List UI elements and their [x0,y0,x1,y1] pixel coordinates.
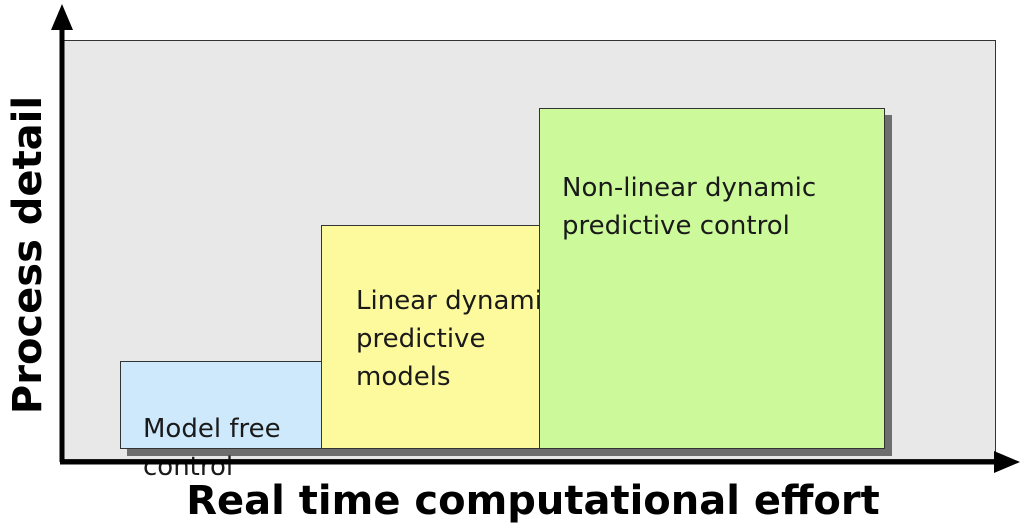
y-axis-title: Process detail [5,95,51,415]
box-label-nonlinear-dynamic-predictive-control: Non-linear dynamic predictive control [562,173,817,241]
y-axis-arrowhead-icon [51,4,73,30]
box-label-model-free-control: Model free control [143,414,281,482]
box-label-linear-dynamic-predictive-models: Linear dynamic predictive models [356,286,557,392]
x-axis-title: Real time computational effort [186,478,880,524]
box-model-free-control: Model free control [120,361,337,482]
box-nonlinear-dynamic-predictive-control: Non-linear dynamic predictive control [539,108,885,449]
x-axis-arrowhead-icon [994,451,1020,473]
